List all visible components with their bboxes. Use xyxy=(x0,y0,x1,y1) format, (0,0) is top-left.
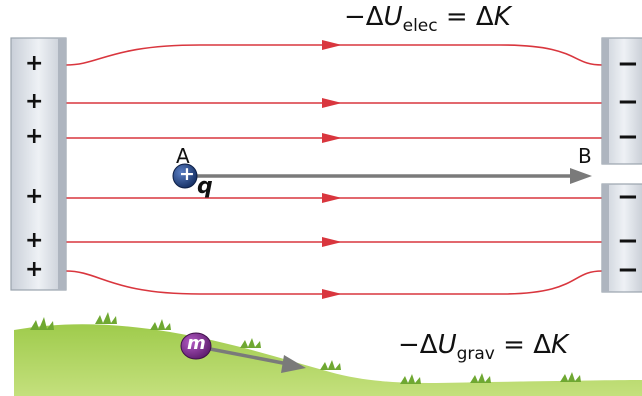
plate-minus-sign: − xyxy=(617,184,639,210)
grass-tuft xyxy=(240,338,261,348)
point-b-label: B xyxy=(578,146,592,166)
equation-variable: U xyxy=(384,2,403,32)
grass-tuft xyxy=(400,374,421,384)
negative-plate-upper-edge xyxy=(602,38,609,164)
plate-plus-sign: + xyxy=(25,91,43,113)
equation-minus-delta: −Δ xyxy=(398,330,438,360)
mass-m-label: m xyxy=(187,335,206,353)
equation-subscript: elec xyxy=(403,16,438,36)
grass-tuft xyxy=(560,372,581,382)
plate-minus-sign: − xyxy=(617,51,639,77)
charge-plus-glyph: + xyxy=(179,165,195,184)
plate-minus-sign: − xyxy=(617,124,639,150)
positive-plate-edge xyxy=(58,38,66,290)
plate-minus-sign: − xyxy=(617,257,639,283)
grass-tuft xyxy=(30,317,54,330)
grass-tuft xyxy=(470,373,491,383)
equation-rhs-variable: K xyxy=(494,2,511,32)
field-arrowhead xyxy=(322,40,342,50)
equation-rhs: = Δ xyxy=(438,2,494,32)
electric-energy-equation: −ΔUelec = ΔK xyxy=(344,4,511,35)
plate-minus-sign: − xyxy=(617,228,639,254)
displacement-arrowhead xyxy=(570,168,592,184)
equation-rhs: = Δ xyxy=(495,330,551,360)
plate-plus-sign: + xyxy=(25,126,43,148)
field-arrowhead xyxy=(322,237,342,247)
plate-plus-sign: + xyxy=(25,186,43,208)
negative-plate-lower-edge xyxy=(602,184,609,292)
field-arrowhead xyxy=(322,98,342,108)
field-arrowhead xyxy=(322,289,342,299)
field-line xyxy=(66,271,602,294)
equation-minus-delta: −Δ xyxy=(344,2,384,32)
grass-tuft xyxy=(95,312,117,324)
field-line-arrowheads xyxy=(322,40,342,299)
equation-subscript: grav xyxy=(457,344,495,364)
charge-q-label: q xyxy=(197,176,213,198)
field-arrowhead xyxy=(322,133,342,143)
field-arrowhead xyxy=(322,193,342,203)
plate-minus-sign: − xyxy=(617,89,639,115)
plate-plus-sign: + xyxy=(25,259,43,281)
plate-plus-sign: + xyxy=(25,230,43,252)
equation-rhs-variable: K xyxy=(551,330,568,360)
grass-tuft xyxy=(150,319,171,330)
electric-field-lines xyxy=(66,45,602,294)
grass-tuft xyxy=(320,360,341,370)
equation-variable: U xyxy=(438,330,457,360)
plate-plus-sign: + xyxy=(25,53,43,75)
gravitational-energy-equation: −ΔUgrav = ΔK xyxy=(398,332,568,363)
field-line xyxy=(66,45,602,65)
